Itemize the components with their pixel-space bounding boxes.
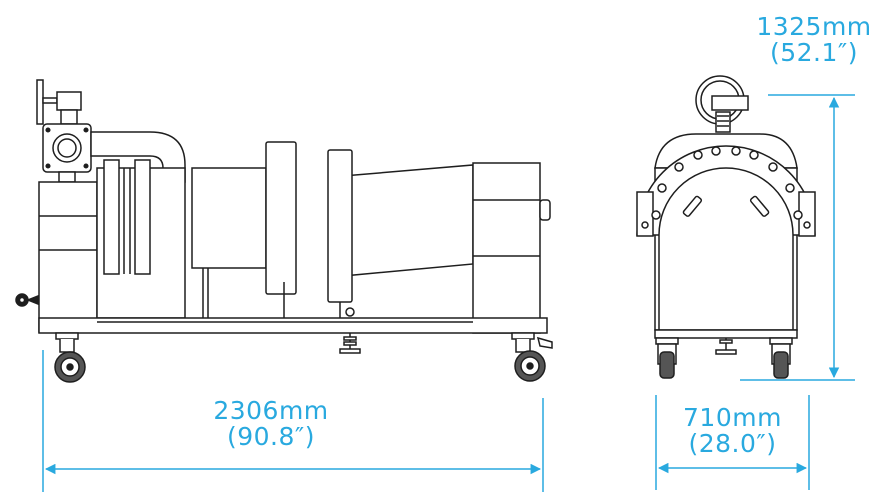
height-metric: 1325mm [756,12,872,41]
length-imperial: (90.8″) [226,422,315,451]
width-imperial: (28.0″) [688,429,777,458]
front-flange [636,145,816,331]
length-metric: 2306mm [213,396,329,425]
front-sight-glasses [682,195,770,217]
dimension-lines [42,94,855,492]
length-label: 2306mm (90.8″) [186,398,356,450]
front-base [654,329,798,339]
height-label: 1325mm (52.1″) [753,14,875,66]
width-metric: 710mm [683,403,782,432]
side-cone [327,149,474,318]
side-right-module [472,162,551,334]
height-imperial: (52.1″) [769,38,858,67]
side-leveling-foot [339,333,361,354]
front-caster-right [769,337,793,379]
width-label: 710mm (28.0″) [660,405,805,457]
side-base-frame [38,317,548,334]
side-view [15,79,553,383]
front-handwheel [695,75,749,133]
side-hook [15,293,39,307]
front-caster-left [655,337,679,379]
side-caster-left [54,332,86,383]
side-motor [191,141,297,318]
side-flange [42,123,92,183]
front-view [636,75,816,379]
front-leveling-foot [715,338,737,355]
side-handwheel [36,79,82,125]
side-filter-plates [103,159,151,275]
side-caster-right [511,332,553,382]
